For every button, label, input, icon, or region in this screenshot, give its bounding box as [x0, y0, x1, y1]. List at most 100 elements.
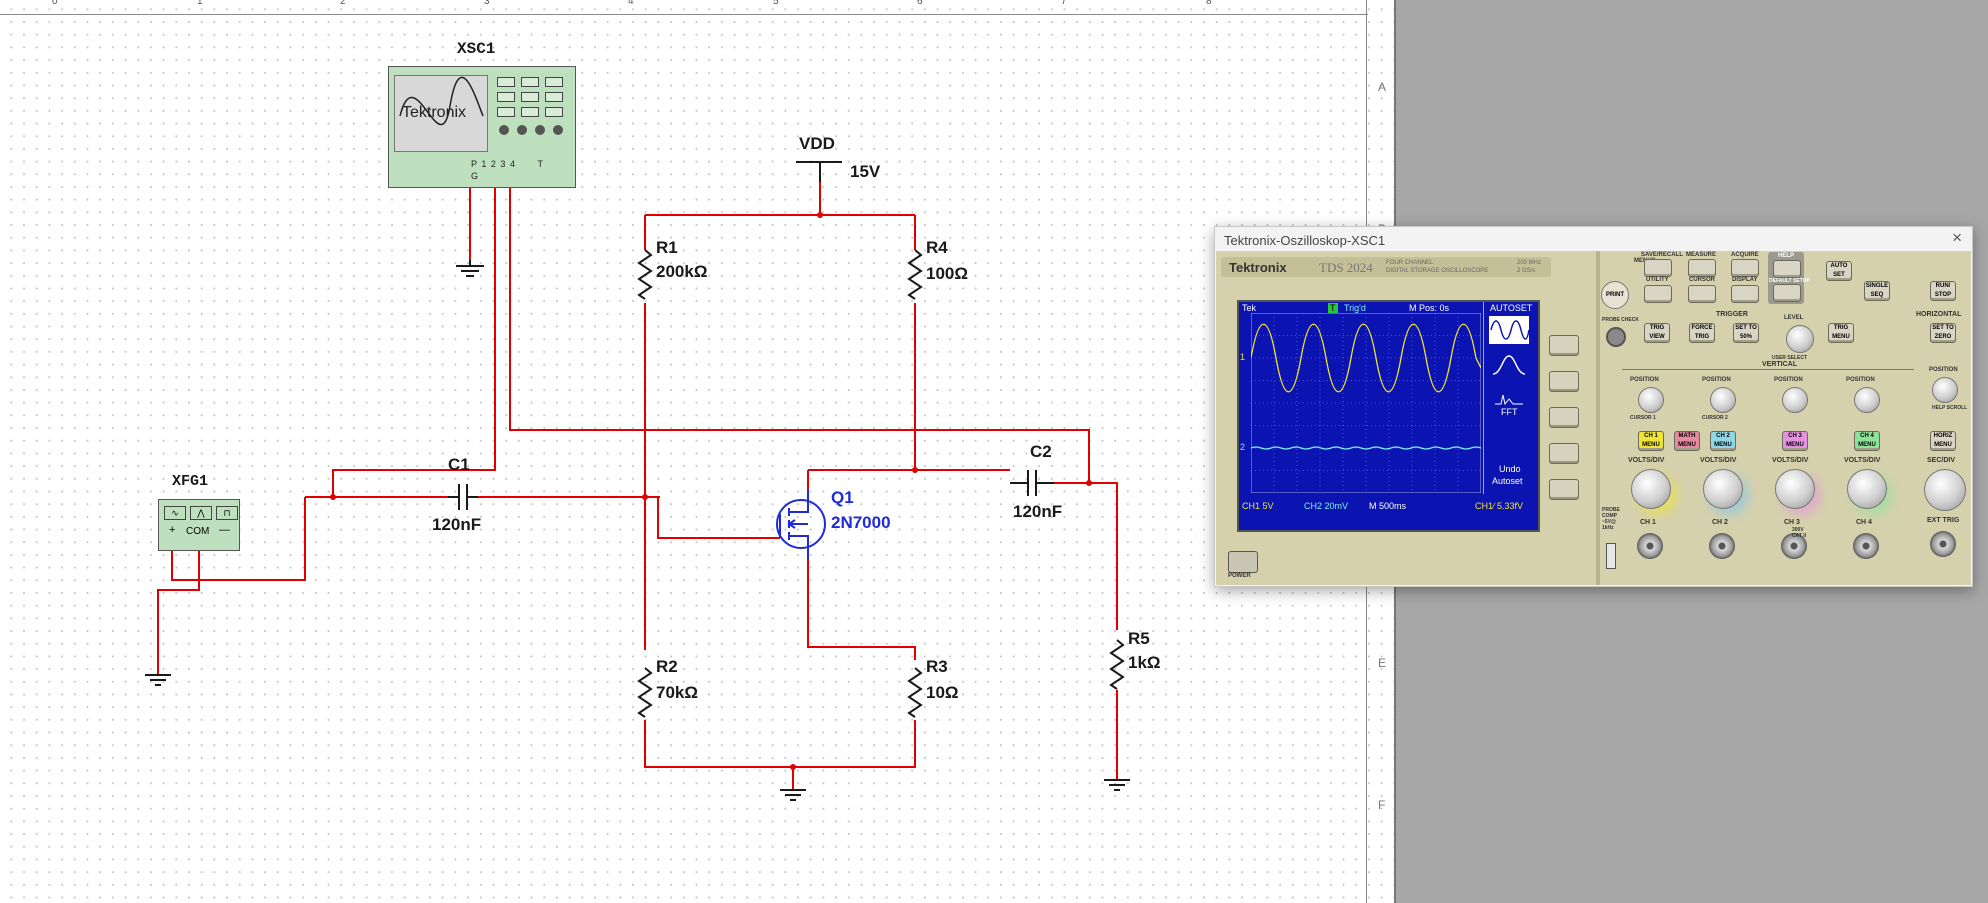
ext-trig-label: EXT TRIG: [1927, 517, 1960, 524]
measure-button[interactable]: [1688, 259, 1716, 277]
xsc1-terminal-g: G: [471, 171, 479, 181]
q1-label: Q1: [831, 488, 854, 507]
model-sub-1: FOUR CHANNEL: [1386, 260, 1434, 266]
brand-strip: Tektronix TDS 2024 FOUR CHANNEL DIGITAL …: [1221, 257, 1551, 277]
horizontal-position-knob[interactable]: [1932, 377, 1958, 403]
column-number: 6: [917, 0, 923, 7]
acquire-label: ACQUIRE: [1731, 252, 1759, 258]
ch3-position-label: POSITION: [1774, 377, 1803, 383]
xfg1-instrument[interactable]: ∿ ⋀ ⊓ + COM —: [158, 499, 240, 551]
wire-scope-ch2: [509, 180, 1090, 483]
xsc1-buttons: [497, 77, 567, 135]
horiz-menu-button[interactable]: HORIZ MENU: [1930, 431, 1956, 451]
autoset-button[interactable]: AUTO SET: [1826, 261, 1852, 281]
softkey-2[interactable]: [1549, 371, 1579, 392]
xsc1-label: XSC1: [457, 40, 496, 58]
r1-symbol: [637, 249, 653, 300]
ch2-menu-button[interactable]: CH 2 MENU: [1710, 431, 1736, 451]
ch2-position-knob[interactable]: [1710, 387, 1736, 413]
schematic-canvas[interactable]: 0 1 2 3 4 5 6 7 8 A B C D E F: [0, 0, 1396, 903]
r3-symbol: [907, 667, 923, 718]
brand-logo: Tektronix: [1229, 260, 1287, 275]
ch4-menu-button[interactable]: CH 4 MENU: [1854, 431, 1880, 451]
ch4-input-connector[interactable]: [1853, 533, 1879, 559]
default-setup-button[interactable]: [1773, 284, 1801, 302]
trigger-level-knob[interactable]: [1786, 325, 1814, 353]
menu-item-fft[interactable]: FFT: [1489, 392, 1529, 422]
waveform-plot: [1251, 313, 1481, 493]
single-seq-button[interactable]: SINGLE SEQ: [1864, 281, 1890, 301]
cursor-button[interactable]: [1688, 285, 1716, 303]
oscilloscope-display: Tek T Trig'd M Pos: 0s 1 2 CH1 5V CH2 20…: [1237, 300, 1540, 532]
screen-mpos: M Pos: 0s: [1409, 303, 1450, 313]
ch1-column: POSITION CURSOR 1 CH 1 MENU VOLTS/DIV CH…: [1620, 371, 1690, 581]
save-recall-button[interactable]: [1644, 259, 1672, 277]
menu-item-undo-autoset[interactable]: Undo Autoset: [1492, 464, 1523, 486]
close-icon[interactable]: ×: [1952, 228, 1962, 247]
probe-check-label: PROBE CHECK: [1602, 317, 1639, 323]
ch1-position-knob[interactable]: [1638, 387, 1664, 413]
math-menu-button[interactable]: MATH MENU: [1674, 431, 1700, 451]
ch1-menu-button[interactable]: CH 1 MENU: [1638, 431, 1664, 451]
run-stop-button[interactable]: RUN/ STOP: [1930, 281, 1956, 301]
vdd-symbol: [796, 161, 842, 182]
menu-title: AUTOSET: [1490, 303, 1533, 313]
ch3-menu-button[interactable]: CH 3 MENU: [1782, 431, 1808, 451]
ch3-position-knob[interactable]: [1782, 387, 1808, 413]
trig-view-button[interactable]: TRIG VIEW: [1644, 323, 1670, 343]
ch1-scale: CH1 5V: [1242, 501, 1274, 511]
model-sub-2: DIGITAL STORAGE OSCILLOSCOPE: [1386, 268, 1489, 274]
ch3-volts-div-knob[interactable]: [1775, 469, 1815, 509]
ch2-volts-div-label: VOLTS/DIV: [1700, 457, 1737, 464]
xsc1-instrument[interactable]: Tektronix P 1 2 3 4 T G: [388, 66, 576, 188]
help-button[interactable]: [1773, 260, 1801, 278]
ch4-volts-div-label: VOLTS/DIV: [1844, 457, 1881, 464]
spec-bandwidth: 200 MHz: [1517, 260, 1542, 266]
sec-div-knob[interactable]: [1924, 469, 1966, 511]
wire-scope-ch1: [332, 180, 496, 497]
set-to-zero-button[interactable]: SET TO ZERO: [1930, 323, 1956, 343]
menu-item-singlecycle[interactable]: [1489, 352, 1529, 380]
q1-symbol: [776, 499, 826, 549]
softkey-3[interactable]: [1549, 407, 1579, 428]
ch1-volts-div-knob[interactable]: [1631, 469, 1671, 509]
ch2-volts-div-knob[interactable]: [1703, 469, 1743, 509]
ch4-volts-div-knob[interactable]: [1847, 469, 1887, 509]
softkey-4[interactable]: [1549, 443, 1579, 464]
user-select-label: USER SELECT: [1772, 355, 1808, 361]
help-label: HELP: [1778, 253, 1795, 259]
print-button[interactable]: PRINT: [1601, 281, 1629, 309]
xfg1-label: XFG1: [172, 473, 209, 490]
probe-comp-terminal[interactable]: [1606, 543, 1616, 569]
trigger-level: CH1∕ 5.33fV: [1475, 501, 1524, 511]
ch2-input-connector[interactable]: [1709, 533, 1735, 559]
ext-trig-connector[interactable]: [1930, 531, 1956, 557]
ch1-input-connector[interactable]: [1637, 533, 1663, 559]
probe-check-button[interactable]: [1606, 327, 1626, 347]
ch2-scale: CH2 20mV: [1304, 501, 1349, 511]
softkey-5[interactable]: [1549, 479, 1579, 500]
set-to-50-button[interactable]: SET TO 50%: [1733, 323, 1759, 343]
junction-dot: [330, 494, 336, 500]
cursor-label: CURSOR: [1689, 277, 1716, 283]
ch4-position-knob[interactable]: [1854, 387, 1880, 413]
column-number: 3: [484, 0, 490, 7]
column-number: 4: [628, 0, 634, 7]
r2-symbol: [637, 667, 653, 718]
junction-dot: [817, 212, 823, 218]
display-button[interactable]: [1731, 285, 1759, 303]
oscilloscope-window[interactable]: Tektronix-Oszilloskop-XSC1 × Tektronix T…: [1214, 226, 1973, 587]
xfg1-com: COM: [186, 526, 210, 537]
r4-value: 100Ω: [926, 264, 968, 283]
trig-menu-button[interactable]: TRIG MENU: [1828, 323, 1854, 343]
force-trig-button[interactable]: FORCE TRIG: [1689, 323, 1715, 343]
horizontal-section-label: HORIZONTAL: [1916, 311, 1962, 318]
screen-tek: Tek: [1242, 303, 1257, 313]
acquire-button[interactable]: [1731, 259, 1759, 277]
menu-item-multicycle[interactable]: [1489, 316, 1530, 344]
softkey-1[interactable]: [1549, 335, 1579, 356]
utility-button[interactable]: [1644, 285, 1672, 303]
junction-dot: [912, 467, 918, 473]
ch3-input-connector[interactable]: [1781, 533, 1807, 559]
power-button[interactable]: [1228, 551, 1258, 573]
